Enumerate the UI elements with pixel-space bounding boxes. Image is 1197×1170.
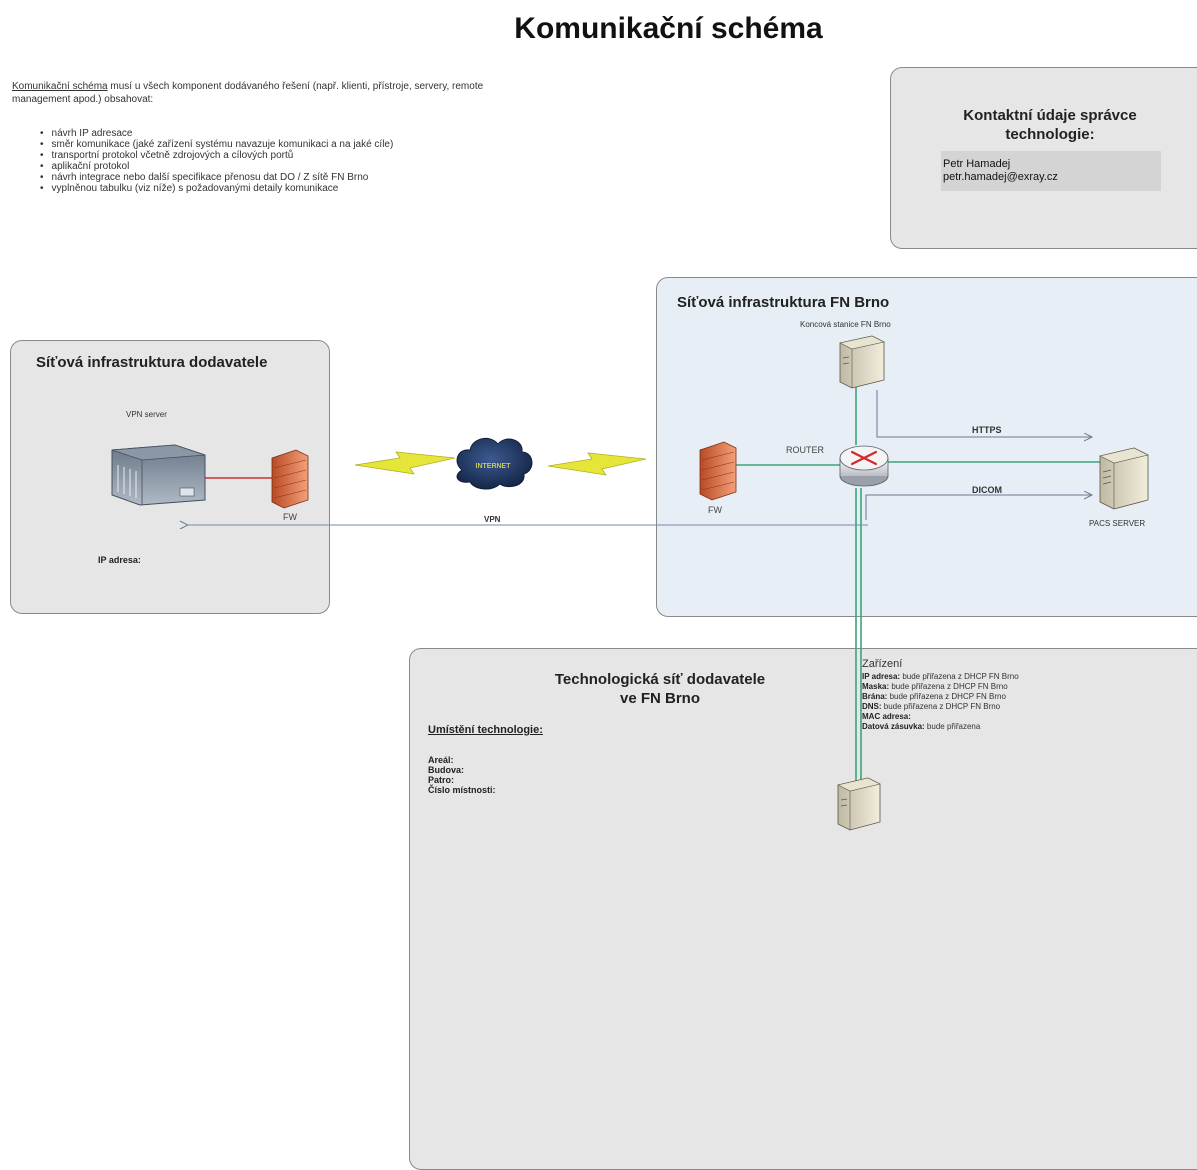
internet-cloud-label: INTERNET xyxy=(476,463,512,470)
list-item: směr komunikace (jaké zařízení systému n… xyxy=(40,139,394,150)
intro-paragraph: Komunikační schéma musí u všech komponen… xyxy=(12,80,532,106)
end-station-icon xyxy=(839,335,885,389)
vpn-server-label: VPN server xyxy=(126,410,167,419)
https-label: HTTPS xyxy=(972,425,1002,435)
contact-box: Petr Hamadej petr.hamadej@exray.cz xyxy=(941,151,1161,191)
supplier-network-title: Síťová infrastruktura dodavatele xyxy=(36,354,268,371)
contact-email[interactable]: petr.hamadej@exray.cz xyxy=(943,171,1058,183)
supplier-fw-label: FW xyxy=(283,512,297,522)
router-icon xyxy=(839,445,889,487)
list-item: aplikační protokol xyxy=(40,161,393,172)
device-dns-line: DNS: bude přiřazena z DHCP FN Brno xyxy=(862,702,1001,711)
device-mask-line: Maska: bude přiřazena z DHCP FN Brno xyxy=(862,682,1008,691)
contact-name: Petr Hamadej xyxy=(943,158,1011,170)
device-icon xyxy=(837,777,881,831)
list-item: vyplněnou tabulku (viz níže) s požadovan… xyxy=(40,183,393,194)
fn-firewall-icon xyxy=(699,441,737,501)
location-floor: Patro: xyxy=(428,775,455,785)
contact-title: Kontaktní údaje správce technologie: xyxy=(963,107,1137,143)
list-item: návrh IP adresace xyxy=(40,128,393,139)
list-item: transportní protokol včetně zdrojových a… xyxy=(40,150,393,161)
supplier-firewall-icon xyxy=(271,449,309,509)
router-label: ROUTER xyxy=(786,445,824,455)
intro-link[interactable]: Komunikační schéma xyxy=(12,81,108,92)
end-station-label: Koncová stanice FN Brno xyxy=(800,320,891,329)
internet-cloud-icon: INTERNET xyxy=(456,437,533,490)
lightning-icon xyxy=(354,451,456,475)
device-heading: Zařízení xyxy=(862,658,903,670)
https-arrow xyxy=(876,390,1092,437)
intro-text: musí u všech komponent dodávaného řešení… xyxy=(12,81,484,105)
location-room: Číslo místnosti: xyxy=(428,785,496,795)
device-ip-line: IP adresa: bude přiřazena z DHCP FN Brno xyxy=(862,672,1019,681)
device-gateway-line: Brána: bude přiřazena z DHCP FN Brno xyxy=(862,692,1006,701)
pacs-server-label: PACS SERVER xyxy=(1089,519,1146,528)
fn-network-title: Síťová infrastruktura FN Brno xyxy=(677,294,890,311)
location-building: Budova: xyxy=(428,765,464,775)
list-item: návrh integrace nebo další specifikace p… xyxy=(40,172,393,183)
device-mac-line: MAC adresa: xyxy=(862,712,911,721)
requirements-list: návrh IP adresace směr komunikace (jaké … xyxy=(40,128,394,194)
dicom-label: DICOM xyxy=(972,485,1002,495)
page-title: Komunikační schéma xyxy=(514,12,823,45)
location-area: Areál: xyxy=(428,755,454,765)
network-links xyxy=(726,385,1100,785)
protocol-arrows xyxy=(865,390,1092,520)
device-socket-line: Datová zásuvka: bude přiřazena xyxy=(862,722,981,731)
vpn-label: VPN xyxy=(484,515,501,524)
vpn-server-icon xyxy=(111,444,206,506)
tech-network-panel xyxy=(409,648,1197,1170)
device-info: Zařízení IP adresa: bude přiřazena z DHC… xyxy=(862,658,1019,732)
location-fields: Areál: Budova: Patro: Číslo místnosti: xyxy=(428,755,496,795)
lightning-icon xyxy=(547,452,647,476)
dicom-arrow xyxy=(865,495,1092,520)
fn-network-panel xyxy=(656,277,1197,617)
supplier-ip-label: IP adresa: xyxy=(98,555,141,565)
pacs-server-icon xyxy=(1099,447,1149,510)
tech-network-title: Technologická síť dodavatele ve FN Brno xyxy=(554,671,766,707)
location-heading: Umístění technologie: xyxy=(428,724,543,736)
fn-fw-label: FW xyxy=(708,505,722,515)
